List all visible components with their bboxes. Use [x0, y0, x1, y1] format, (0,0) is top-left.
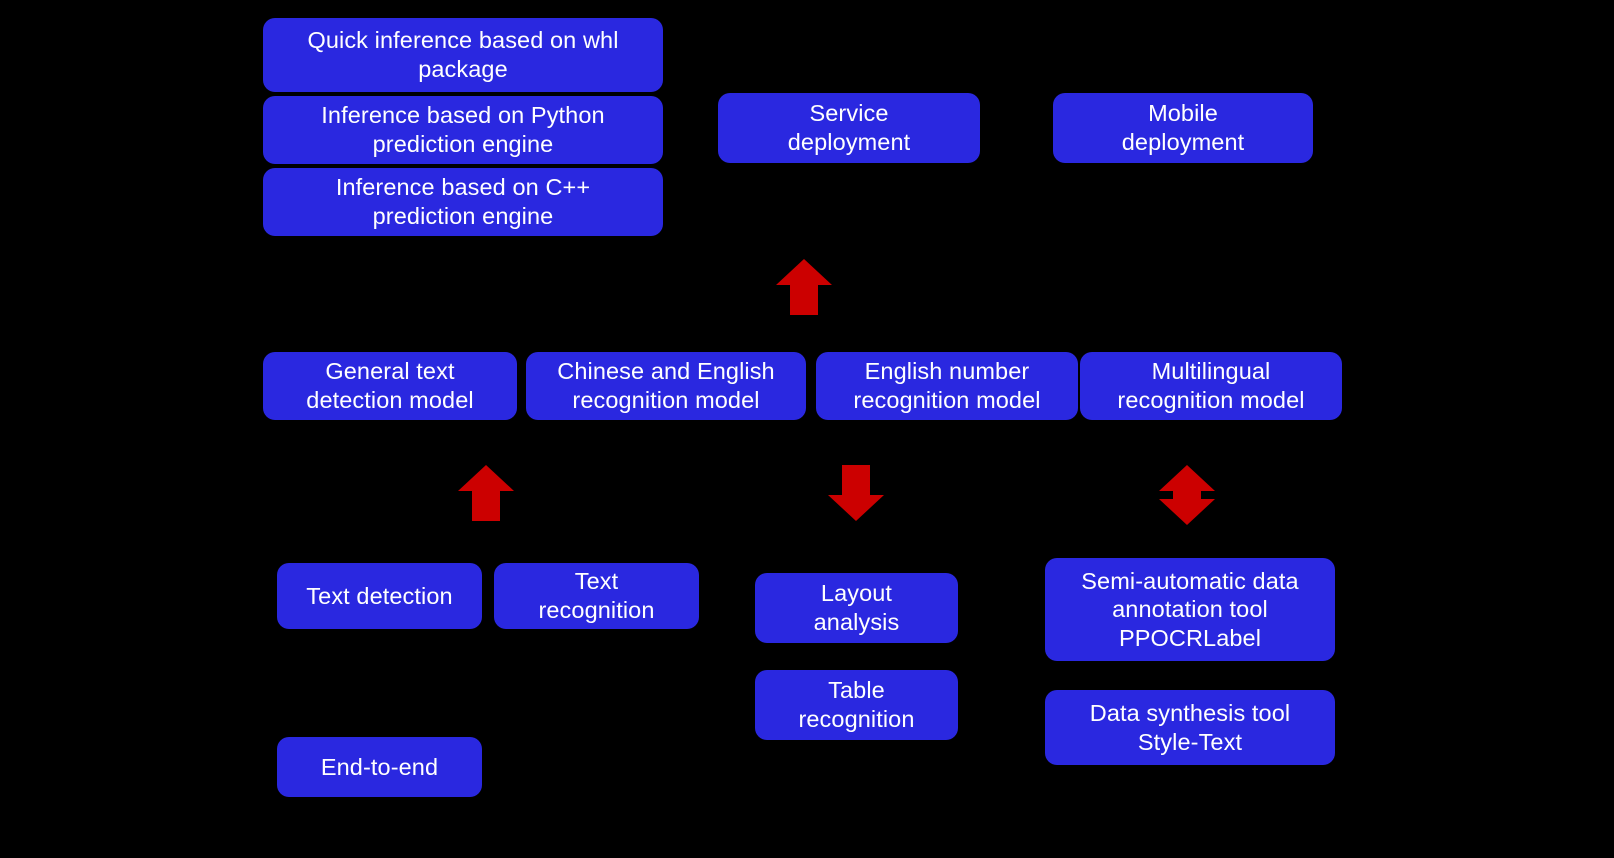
- box-english-number-recognition-model[interactable]: English number recognition model: [816, 352, 1078, 420]
- box-inference-python[interactable]: Inference based on Python prediction eng…: [263, 96, 663, 164]
- arrow-models-to-document-analysis-icon: [827, 464, 885, 522]
- box-quick-inference-whl[interactable]: Quick inference based on whl package: [263, 18, 663, 92]
- box-table-recognition[interactable]: Table recognition: [755, 670, 958, 740]
- box-layout-analysis[interactable]: Layout analysis: [755, 573, 958, 643]
- box-multilingual-recognition-model[interactable]: Multilingual recognition model: [1080, 352, 1342, 420]
- box-style-text[interactable]: Data synthesis tool Style-Text: [1045, 690, 1335, 765]
- box-inference-cpp[interactable]: Inference based on C++ prediction engine: [263, 168, 663, 236]
- arrow-models-to-deployment-icon: [775, 258, 833, 316]
- box-chinese-english-recognition-model[interactable]: Chinese and English recognition model: [526, 352, 806, 420]
- box-mobile-deployment[interactable]: Mobile deployment: [1053, 93, 1313, 163]
- box-general-text-detection-model[interactable]: General text detection model: [263, 352, 517, 420]
- box-text-recognition[interactable]: Text recognition: [494, 563, 699, 629]
- box-ppocrlabel[interactable]: Semi-automatic data annotation tool PPOC…: [1045, 558, 1335, 661]
- arrow-models-to-data-tools-icon: [1158, 464, 1216, 526]
- box-service-deployment[interactable]: Service deployment: [718, 93, 980, 163]
- arrow-algorithms-to-models-icon: [457, 464, 515, 522]
- box-text-detection[interactable]: Text detection: [277, 563, 482, 629]
- box-end-to-end[interactable]: End-to-end: [277, 737, 482, 797]
